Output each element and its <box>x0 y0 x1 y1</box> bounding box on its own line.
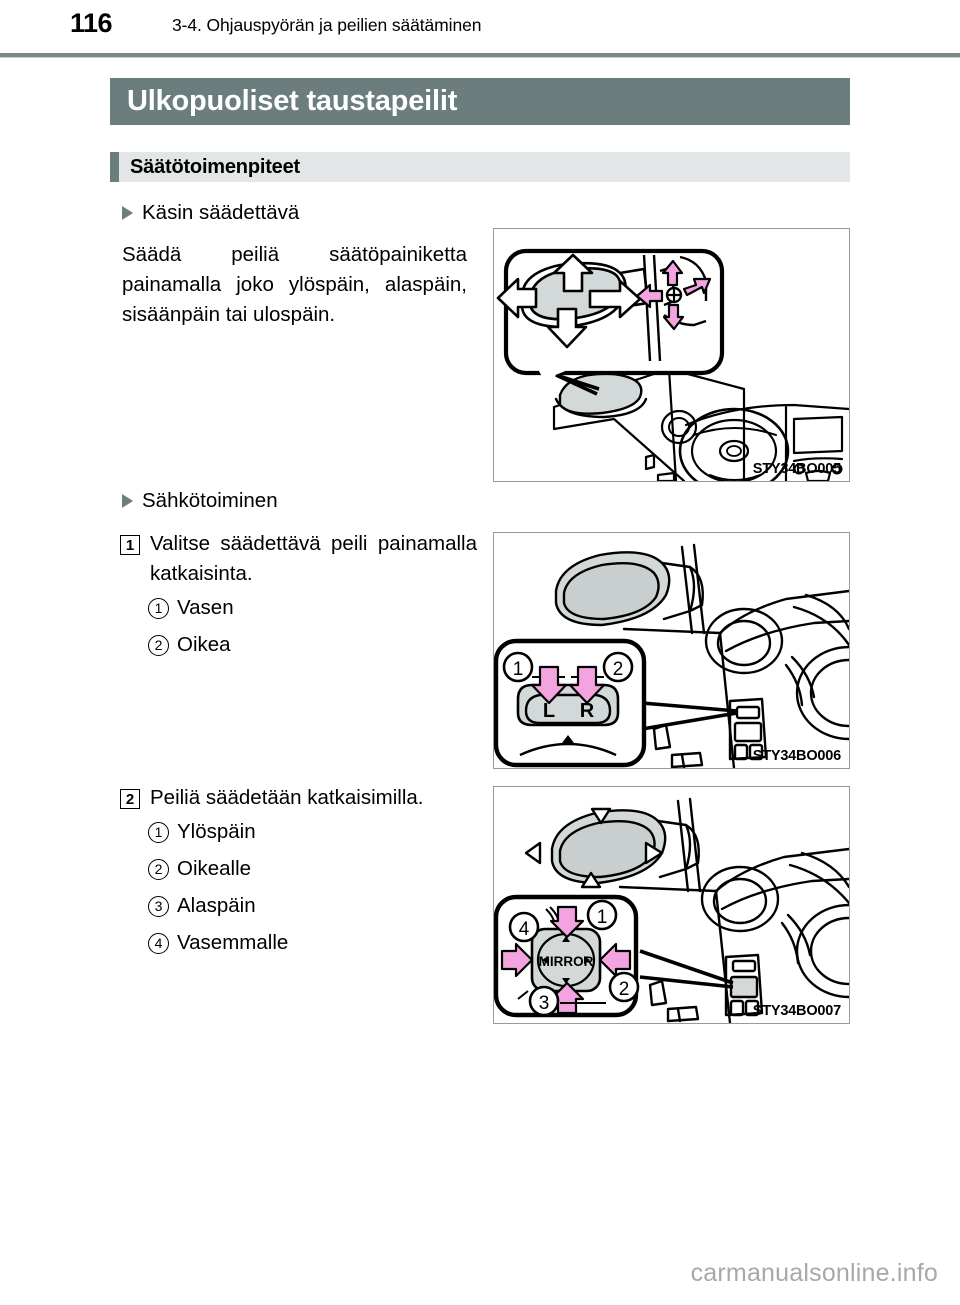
page-number: 116 <box>70 8 113 38</box>
figure-code-1: STY34BO005 <box>752 461 841 477</box>
list-item-label: Oikea <box>177 633 231 656</box>
figure-code-3: STY34BO007 <box>752 1003 841 1019</box>
figure-code-2: STY34BO006 <box>752 748 841 764</box>
switch-label-right: R <box>580 700 595 722</box>
figure-2-illustration: L R 1 2 <box>494 543 849 768</box>
step-1-number: 1 <box>120 535 140 555</box>
switch-label-mirror: MIRROR <box>539 954 594 969</box>
list-item-label: Vasemmalle <box>177 931 289 954</box>
subhead-power-label: Sähkötoiminen <box>142 489 278 512</box>
header-divider-light <box>0 57 960 58</box>
subhead-power-row: Sähkötoiminen <box>122 488 482 514</box>
list-item: 4 Vasemmalle <box>148 930 288 956</box>
subhead-manual-label: Käsin säädettävä <box>142 201 300 224</box>
callout-number-2: 2 <box>613 659 624 680</box>
figure-1-illustration <box>496 248 849 481</box>
list-item: 1 Ylöspäin <box>148 819 256 845</box>
header-divider <box>0 53 960 57</box>
switch-label-left: L <box>543 700 555 722</box>
figure-panel-mirror-select-switch: L R 1 2 STY34BO006 <box>493 532 850 769</box>
section-header-label: Säätötoimenpiteet <box>130 155 300 178</box>
triangle-bullet-icon <box>122 206 133 220</box>
figure-panel-mirror-adjust-switch: MIRROR 1 2 <box>493 786 850 1024</box>
circle-number-3: 3 <box>148 895 169 917</box>
watermark: carmanualsonline.info <box>690 1259 938 1287</box>
step-2-row: 2 Peiliä säädetään katkaisimilla. <box>120 783 520 813</box>
circle-number-2: 2 <box>148 858 169 880</box>
subhead-manual-row: Käsin säädettävä <box>122 200 482 226</box>
pink-arrow-group <box>635 259 712 331</box>
section-accent-bar <box>110 152 119 182</box>
circle-number-1: 1 <box>148 821 169 843</box>
section-header: Säätötoimenpiteet <box>110 152 850 182</box>
callout-number-4: 4 <box>519 919 530 940</box>
list-item: 1 Vasen <box>148 595 234 621</box>
circle-number-4: 4 <box>148 932 169 954</box>
callout-mirror-diagram <box>496 253 712 362</box>
breadcrumb: 3-4. Ohjauspyörän ja peilien säätäminen <box>172 15 482 35</box>
list-item: 3 Alaspäin <box>148 893 256 919</box>
list-item: 2 Oikealle <box>148 856 251 882</box>
figure-3-illustration: MIRROR 1 2 <box>494 797 849 1023</box>
manual-instruction-paragraph: Säädä peiliä säätöpainiketta painamalla … <box>122 243 467 326</box>
list-item-label: Ylöspäin <box>177 820 256 843</box>
list-item-label: Alaspäin <box>177 894 256 917</box>
pink-arrow-group <box>530 665 606 705</box>
page-header: 116 3-4. Ohjauspyörän ja peilien säätämi… <box>0 0 960 58</box>
list-item-label: Oikealle <box>177 857 252 880</box>
step-1-text: Valitse säädettävä peili painamalla katk… <box>150 532 477 585</box>
chapter-title-bar: Ulkopuoliset taustapeilit <box>110 78 850 125</box>
step-1-row: 1 Valitse säädettävä peili painamalla ka… <box>120 529 485 589</box>
callout-number-1: 1 <box>597 907 608 928</box>
pink-arrow-group <box>500 905 632 1015</box>
list-item-label: Vasen <box>177 596 234 619</box>
figure-panel-manual-mirror: STY34BO005 <box>493 228 850 482</box>
callout-number-2: 2 <box>619 979 630 1000</box>
callout-lr-switch: L R 1 2 <box>502 651 634 757</box>
callout-number-1: 1 <box>513 659 524 680</box>
step-2-text: Peiliä säädetään katkaisimilla. <box>150 786 424 809</box>
circle-number-1: 1 <box>148 597 169 619</box>
callout-mirror-switch: MIRROR 1 2 <box>500 899 640 1017</box>
circle-number-2: 2 <box>148 634 169 656</box>
page-title: Ulkopuoliset taustapeilit <box>127 85 458 117</box>
step-2-number: 2 <box>120 789 140 809</box>
list-item: 2 Oikea <box>148 632 231 658</box>
triangle-bullet-icon <box>122 494 133 508</box>
callout-number-3: 3 <box>539 993 550 1014</box>
